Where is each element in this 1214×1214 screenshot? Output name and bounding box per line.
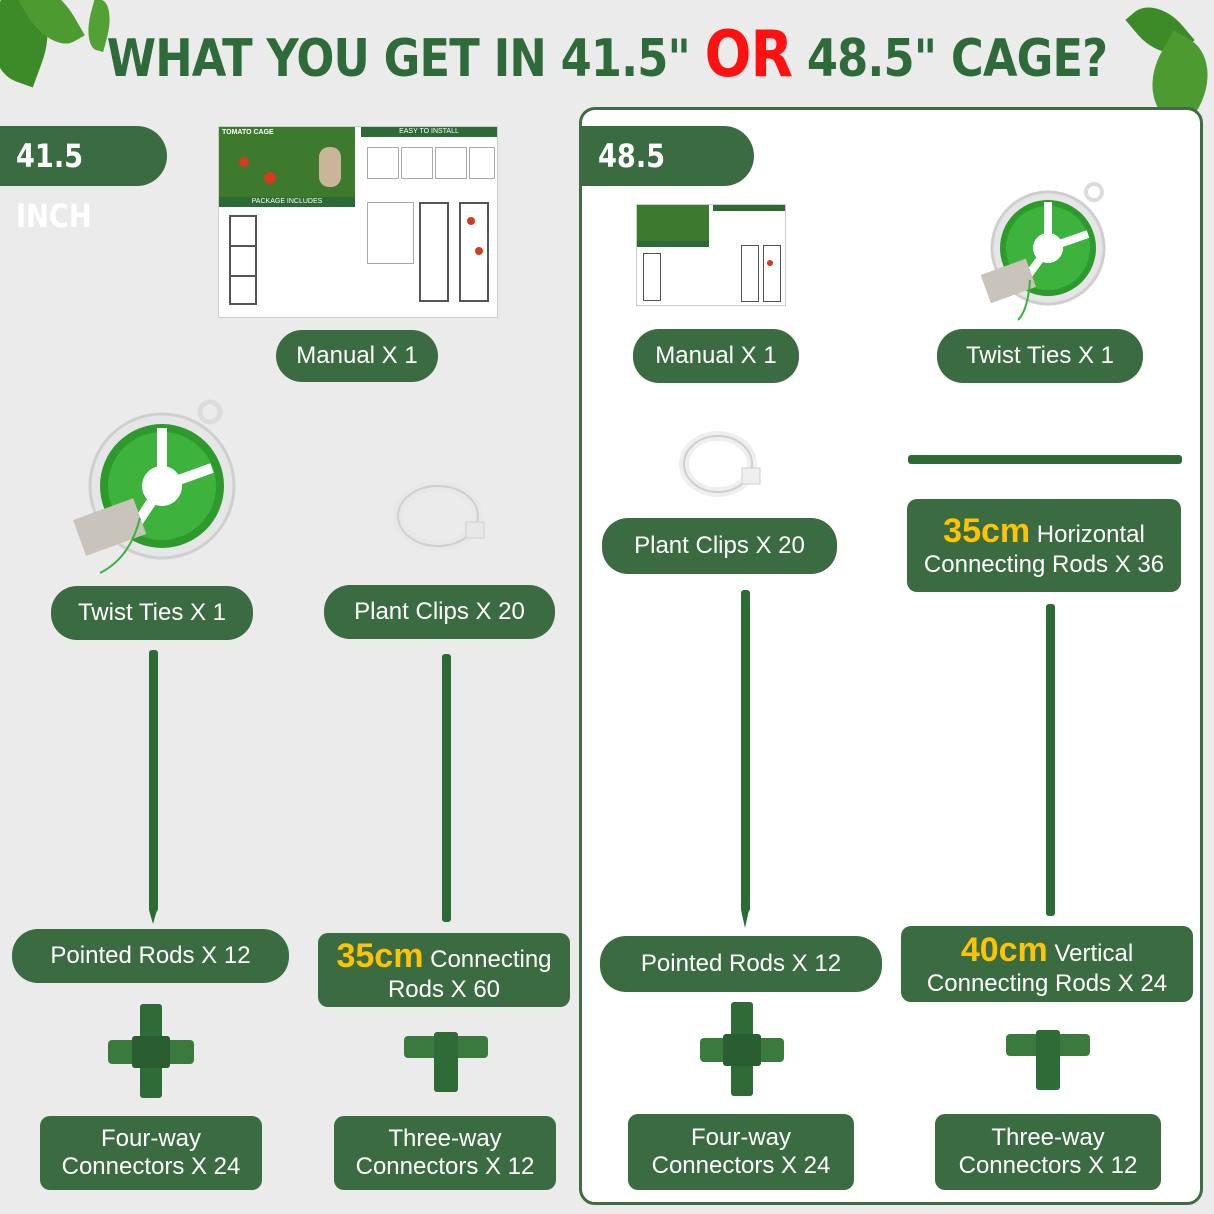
pointed-rods-label: Pointed Rods X 12 xyxy=(600,936,882,992)
twist-ties-icon xyxy=(980,182,1106,321)
three-way-connector-icon xyxy=(1006,1030,1090,1090)
four-way-connector-icon xyxy=(700,1002,784,1096)
page-title: WHAT YOU GET IN 41.5" OR 48.5" CAGE? xyxy=(106,18,1108,92)
connecting-rod-icon xyxy=(442,654,451,922)
connecting-rods-label: 35cm Connecting Rods X 60 xyxy=(318,933,570,1007)
manual-label: Manual X 1 xyxy=(276,330,438,382)
three-way-connector-icon xyxy=(404,1032,488,1092)
pointed-rod-icon xyxy=(149,650,158,912)
manual-thumbnail xyxy=(636,204,786,306)
twist-ties-icon xyxy=(73,399,236,574)
manual-label: Manual X 1 xyxy=(633,329,799,383)
pointed-rod-icon xyxy=(741,590,750,912)
twist-ties-label: Twist Ties X 1 xyxy=(937,329,1143,383)
rod-tip xyxy=(149,910,157,924)
manual-thumbnail: TOMATO CAGE PACKAGE INCLUDES EASY TO INS… xyxy=(218,126,498,318)
size-tab-41-5: 41.5 INCH xyxy=(0,126,167,235)
title-or: OR xyxy=(704,18,793,92)
vertical-rod-icon xyxy=(1046,604,1055,916)
pointed-rods-label: Pointed Rods X 12 xyxy=(12,929,289,983)
size-tab-48-5: 48.5 INCH xyxy=(582,126,754,235)
plant-clip-icon xyxy=(679,431,761,497)
rod-tip xyxy=(741,910,749,928)
horizontal-rods-label: 35cm Horizontal Connecting Rods X 36 xyxy=(907,499,1181,592)
twist-ties-label: Twist Ties X 1 xyxy=(51,586,253,640)
plant-clips-label: Plant Clips X 20 xyxy=(602,518,837,574)
horizontal-rod-icon xyxy=(908,455,1182,464)
four-way-connector-icon xyxy=(108,1004,194,1098)
plant-clip-icon xyxy=(393,481,485,551)
vertical-rods-label: 40cm Vertical Connecting Rods X 24 xyxy=(901,926,1193,1002)
plant-clips-label: Plant Clips X 20 xyxy=(324,585,555,639)
